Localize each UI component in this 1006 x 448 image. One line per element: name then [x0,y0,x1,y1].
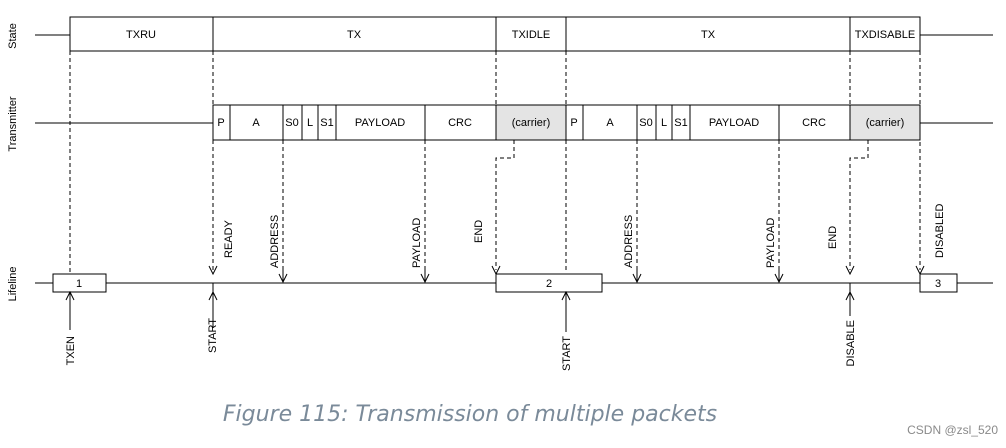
event-address-1: ADDRESS [269,215,281,268]
field-s1-2: S1 [674,117,687,129]
lifeline-boxes [52,273,958,293]
event-arrowheads [208,265,925,284]
task-txen: TXEN [65,336,77,365]
row-label-transmitter: Transmitter [7,96,19,152]
field-s0-2: S0 [639,117,652,129]
figure-caption: Figure 115: Transmission of multiple pac… [222,402,718,427]
event-disabled: DISABLED [934,204,946,258]
field-carrier-2: (carrier) [866,117,905,129]
task-start-2: START [561,336,573,371]
task-start-1: START [207,318,219,353]
state-tx-2: TX [701,29,716,41]
field-a-1: A [252,117,260,129]
event-ready: READY [223,219,235,258]
field-crc-1: CRC [448,117,472,129]
field-s1-1: S1 [320,117,333,129]
lifeline-marker-1: 1 [76,278,82,290]
field-carrier-1: (carrier) [512,117,551,129]
event-payload-2: PAYLOAD [765,218,777,268]
event-end-1: END [473,220,485,243]
carrier-2 [849,104,921,141]
lifeline-marker-2: 2 [546,278,552,290]
field-payload-1: PAYLOAD [355,117,405,129]
field-l-1: L [307,117,313,129]
timing-diagram: State Transmitter Lifeline TXRU TX TXIDL… [7,16,993,371]
packet-2 [565,104,851,141]
field-p-2: P [570,117,577,129]
event-address-2: ADDRESS [623,215,635,268]
field-p-1: P [217,117,224,129]
event-end-2: END [827,226,839,249]
state-tx-1: TX [347,29,362,41]
lifeline-marker-3: 3 [935,278,941,290]
event-payload-1: PAYLOAD [411,218,423,268]
row-label-state: State [7,23,19,49]
dashed-guides [69,51,921,272]
task-disable: DISABLE [845,320,857,366]
watermark: CSDN @zsl_520 [907,423,998,437]
state-txru: TXRU [126,29,156,41]
task-arrows [65,283,855,332]
field-s0-1: S0 [285,117,298,129]
field-l-2: L [661,117,667,129]
row-label-lifeline: Lifeline [7,267,19,302]
field-a-2: A [606,117,614,129]
field-crc-2: CRC [802,117,826,129]
baselines [35,34,993,284]
field-payload-2: PAYLOAD [709,117,759,129]
state-txidle: TXIDLE [512,29,551,41]
state-txdisable: TXDISABLE [855,29,916,41]
state-row [69,16,921,52]
